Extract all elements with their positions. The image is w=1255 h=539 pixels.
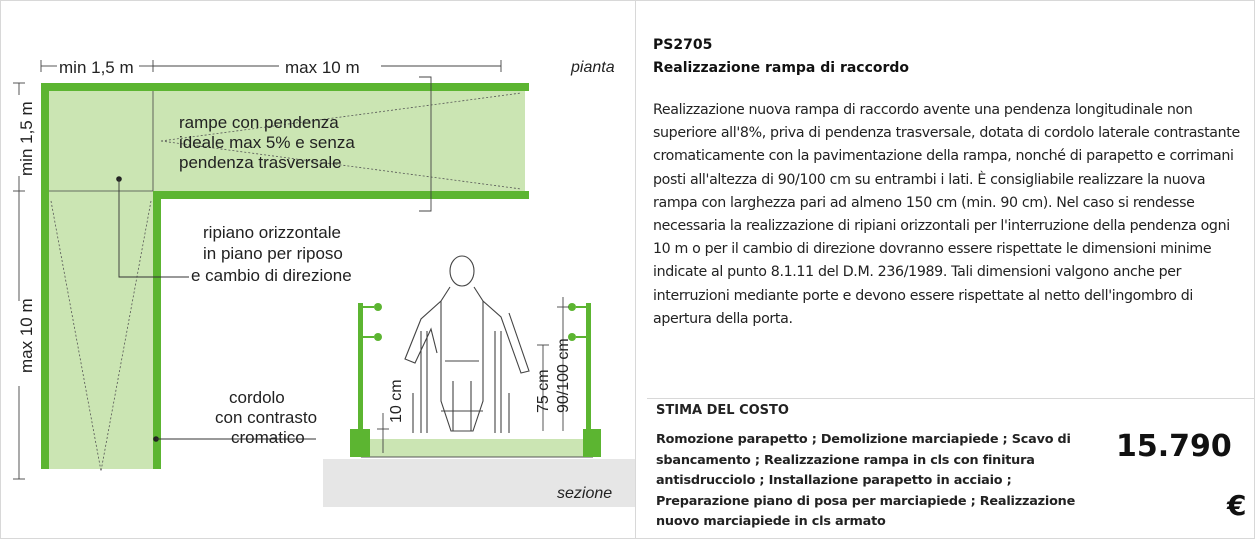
- section-ramp-surface: [361, 439, 593, 457]
- wheelchair-user-figure: [404, 255, 530, 433]
- dim-max-top-label: max 10 m: [285, 58, 360, 77]
- section-curb-right: [583, 429, 601, 457]
- plan-label: pianta: [570, 59, 615, 76]
- dim-90cm-label: 90/100 cm: [555, 338, 572, 413]
- dim-min-top-label: min 1,5 m: [59, 58, 134, 77]
- dim-75cm-label: 75 cm: [535, 369, 552, 413]
- section-ground: [323, 459, 635, 507]
- cost-value: 15.790: [1116, 429, 1232, 464]
- vertical-divider: [635, 1, 636, 538]
- dim-max-left-label: max 10 m: [17, 298, 36, 373]
- dim-10cm-label: 10 cm: [388, 379, 405, 423]
- plan-left-edge: [41, 83, 49, 469]
- product-description: Realizzazione nuova rampa di raccordo av…: [653, 102, 1240, 327]
- plan-top-edge: [41, 83, 529, 91]
- section-post-left: [358, 303, 363, 431]
- ramp-note-line-3: pendenza trasversale: [179, 153, 342, 172]
- ramp-diagram-svg: min 1,5 m max 10 m pianta min 1,5 m max …: [13, 58, 635, 507]
- section-curb-left: [350, 429, 370, 457]
- plan-ramp-fill: [47, 89, 525, 193]
- curb-note-line-2: con contrasto: [215, 408, 317, 427]
- product-title: Realizzazione rampa di raccordo: [653, 60, 910, 76]
- cost-label: STIMA DEL COSTO: [656, 403, 789, 418]
- section-label: sezione: [557, 485, 612, 502]
- landing-note-line-1: ripiano orizzontale: [203, 223, 341, 242]
- curb-note-line-1: cordolo: [229, 388, 285, 407]
- plan-inner-horizontal-edge: [153, 191, 529, 199]
- landing-note-line-3: e cambio di direzione: [191, 266, 352, 285]
- cost-divider: [647, 398, 1254, 399]
- curb-note-line-3: cromatico: [231, 428, 305, 447]
- ramp-note-line-2: ideale max 5% e senza: [179, 133, 355, 152]
- plan-inner-vertical-edge: [153, 191, 161, 469]
- ramp-drawing: min 1,5 m max 10 m pianta min 1,5 m max …: [1, 1, 635, 538]
- dim-min-left-label: min 1,5 m: [17, 101, 36, 176]
- section-post-right: [586, 303, 591, 431]
- product-code: PS2705: [653, 37, 713, 53]
- landing-note-line-2: in piano per riposo: [203, 244, 343, 263]
- cost-currency: €: [1227, 489, 1247, 522]
- cost-items: Romozione parapetto ; Demolizione marcia…: [656, 432, 1076, 529]
- ramp-note-line-1: rampe con pendenza: [179, 113, 339, 132]
